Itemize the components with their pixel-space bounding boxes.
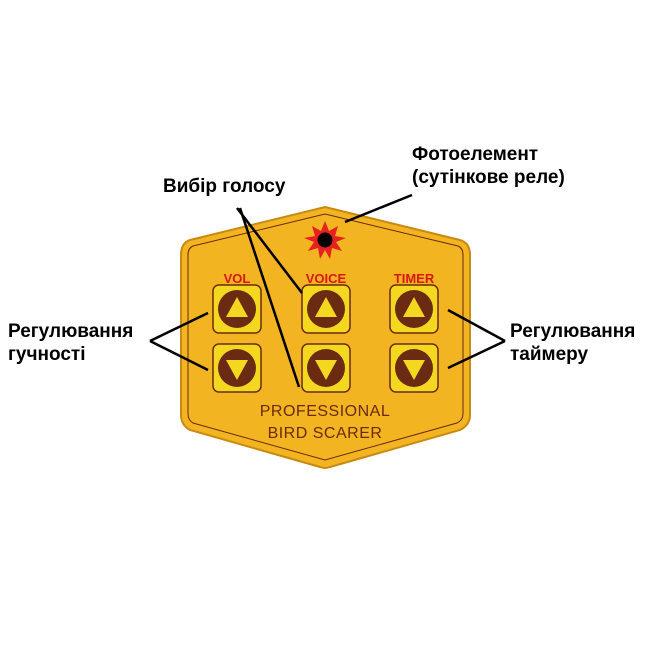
callout-volume: Регулювання гучності [8, 320, 133, 366]
callout-voice-select: Вибір голосу [163, 176, 286, 197]
vol-label: VOL [224, 271, 251, 286]
product-title-line2: BIRD SCARER [268, 425, 383, 442]
arrow-up-icon [403, 297, 425, 317]
callout-timer: Регулювання таймеру [510, 320, 635, 366]
callout-timer-line2: таймеру [510, 344, 589, 365]
timer-down-button[interactable] [389, 343, 439, 393]
callout-photocell-line1: Фотоелемент [412, 144, 539, 165]
callout-volume-line1: Регулювання [8, 321, 134, 342]
arrow-down-icon [315, 360, 337, 380]
arrow-up-icon [315, 297, 337, 317]
product-title-line1: PROFESSIONAL [260, 403, 390, 420]
vol-down-button[interactable] [212, 343, 262, 393]
callout-photocell-line2: (сутінкове реле) [412, 167, 565, 188]
callout-volume-line2: гучності [8, 344, 86, 365]
arrow-down-icon [403, 360, 425, 380]
arrow-down-icon [226, 360, 248, 380]
voice-up-button[interactable] [301, 284, 351, 334]
control-panel [180, 205, 471, 469]
voice-down-button[interactable] [301, 343, 351, 393]
arrow-up-icon [226, 297, 248, 317]
timer-label: TIMER [394, 271, 435, 286]
callout-lines [149, 193, 506, 388]
callout-timer-line1: Регулювання [510, 321, 636, 342]
voice-label: VOICE [306, 271, 347, 286]
photocell-icon [304, 221, 346, 259]
vol-up-button[interactable] [212, 284, 262, 334]
timer-up-button[interactable] [389, 284, 439, 334]
callout-photocell: Фотоелемент (сутінкове реле) [412, 143, 565, 189]
